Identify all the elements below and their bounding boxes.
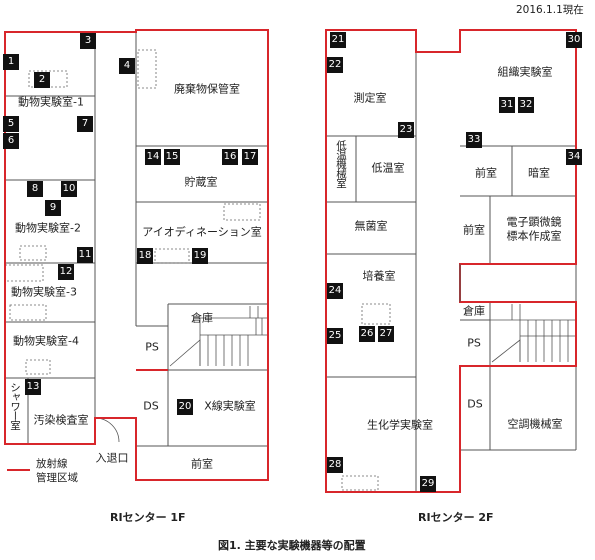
room-measurement: 測定室 [353,91,387,105]
room-animal-lab-4: 動物実験室-4 [13,334,79,348]
stairs-1f [169,306,268,367]
room-em-line1: 電子顕微鏡 [506,215,562,229]
equipment-badge-30: 30 [566,32,582,48]
equipment-badge-11: 11 [77,247,93,263]
equipment-badge-27: 27 [378,326,394,342]
controlled-area-1f-outline [4,29,269,481]
room-darkroom: 暗室 [528,166,550,180]
room-anteroom-2f-b: 前室 [463,223,485,237]
room-low-temp-machine: 低温機械室 [335,140,347,188]
room-warehouse-1f: 倉庫 [191,311,213,325]
room-animal-lab-1: 動物実験室-1 [18,95,84,109]
room-warehouse-2f: 倉庫 [463,304,485,318]
legend-label-line2: 管理区域 [36,472,78,484]
equipment-badge-19: 19 [192,248,208,264]
equipment-badge-26: 26 [359,326,375,342]
figure-caption: 図1. 主要な実験機器等の配置 [218,539,366,552]
equipment-badge-13: 13 [25,379,41,395]
equipment-badge-17: 17 [242,149,258,165]
equipment-badge-28: 28 [327,457,343,473]
entrance-label: 入退口 [95,451,129,465]
room-em-line2: 標本作成室 [506,229,562,243]
legend-label-line1: 放射線 [36,458,68,470]
room-hvac: 空調機械室 [507,417,563,431]
room-contamination-check: 汚染検査室 [33,413,89,427]
room-animal-lab-3: 動物実験室-3 [11,285,77,299]
equipment-badge-34: 34 [566,149,582,165]
equipment-badge-31: 31 [499,97,515,113]
room-tissue-lab: 組織実験室 [497,65,553,79]
equipment-badge-8: 8 [27,181,43,197]
room-ps-2f: PS [467,336,481,350]
equipment-badge-20: 20 [177,399,193,415]
equipment-badge-15: 15 [164,149,180,165]
room-animal-lab-2: 動物実験室-2 [15,221,81,235]
room-anteroom-2f-a: 前室 [475,166,497,180]
room-waste-storage: 廃棄物保管室 [174,82,240,96]
equipment-badge-21: 21 [330,32,346,48]
room-storage: 貯蔵室 [184,175,218,189]
room-culture: 培養室 [362,269,396,283]
equipment-badge-6: 6 [3,133,19,149]
equipment-badge-32: 32 [518,97,534,113]
equipment-badge-23: 23 [398,122,414,138]
equipment-badge-9: 9 [45,200,61,216]
equipment-badge-33: 33 [466,132,482,148]
equipment-badge-12: 12 [58,264,74,280]
equipment-badge-25: 25 [327,328,343,344]
equipment-badge-7: 7 [77,116,93,132]
equipment-badge-16: 16 [222,149,238,165]
date-label: 2016.1.1現在 [516,4,584,16]
stairs-2f [490,304,576,363]
room-shower: シャワー室 [9,382,21,430]
room-ps-1f: PS [145,340,159,354]
room-sterile: 無菌室 [354,219,388,233]
equipment-badge-29: 29 [420,476,436,492]
floor1-title: RIセンター 1F [110,511,186,524]
floor2-title: RIセンター 2F [418,511,494,524]
room-biochem-lab: 生化学実験室 [367,418,433,432]
room-low-temp: 低温室 [371,161,405,175]
room-xray-lab: X線実験室 [204,399,256,413]
equipment-badge-1: 1 [3,54,19,70]
equipment-badge-4: 4 [119,58,135,74]
equipment-badge-22: 22 [327,57,343,73]
equipment-badge-10: 10 [61,181,77,197]
room-anteroom-1f: 前室 [191,457,213,471]
room-iodination: アイオディネーション室 [142,225,262,239]
room-ds-1f: DS [143,399,159,413]
dashed-equipment-2f [341,303,391,491]
equipment-badge-18: 18 [137,248,153,264]
equipment-badge-3: 3 [80,33,96,49]
equipment-badge-5: 5 [3,116,19,132]
room-ds-2f: DS [467,397,483,411]
equipment-badge-14: 14 [145,149,161,165]
equipment-badge-2: 2 [34,72,50,88]
door-swing-1f [94,417,120,444]
equipment-badge-24: 24 [327,283,343,299]
